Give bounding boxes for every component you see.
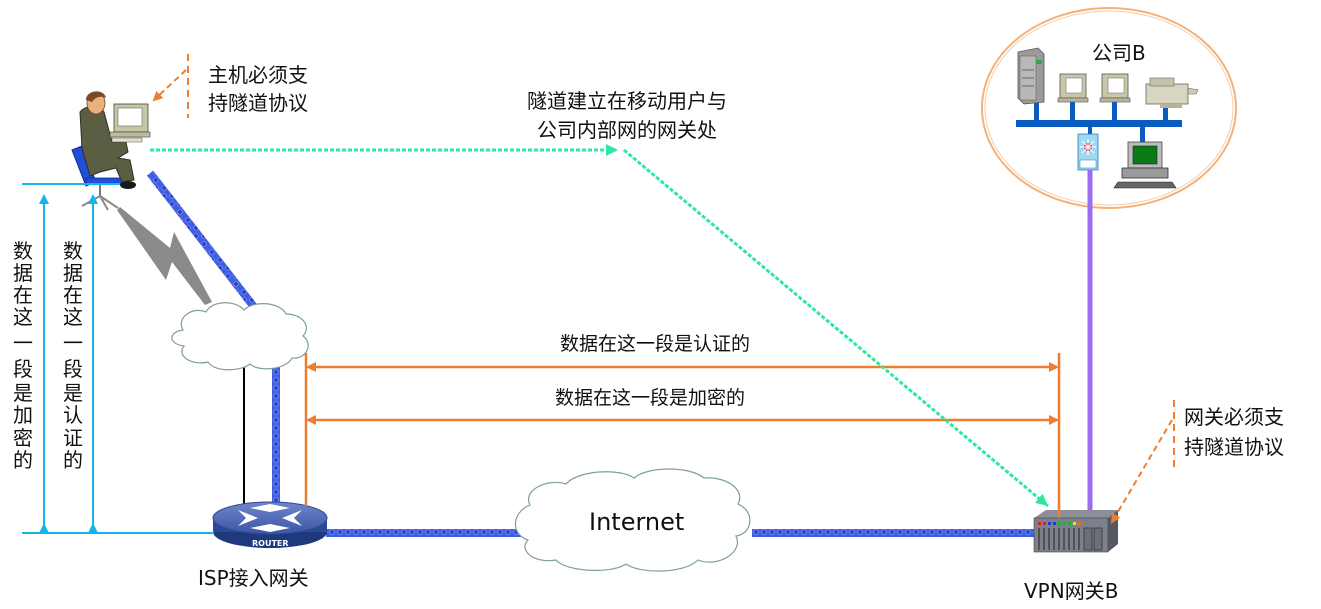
company-label: 公司B [1092,41,1146,65]
switch-icon [1077,133,1099,171]
svg-text:数: 数 [13,239,33,263]
tunnel-note-line2: 公司内部网的网关处 [537,118,717,142]
svg-text:是: 是 [63,381,83,405]
workstation-icon [1099,73,1131,103]
router-device-text: ROUTER [252,539,289,548]
tunnel-note-line1: 隧道建立在移动用户与 [527,89,727,113]
printer-icon [1145,77,1199,108]
svg-text:证: 证 [63,426,83,450]
gateway-note-line2: 持隧道协议 [1184,435,1284,459]
wireless-link-icon [117,207,212,305]
svg-text:加: 加 [13,403,33,427]
auth-segment-label: 数据在这一段是认证的 [560,333,750,355]
server-icon [1017,47,1045,105]
svg-text:一: 一 [63,331,83,355]
internet-cloud: Internet [514,468,751,572]
svg-text:一: 一 [13,331,33,355]
port-leds [1038,522,1081,525]
workstation-icon [1057,73,1089,103]
left-segment-markers [22,183,214,534]
svg-text:段: 段 [63,357,83,381]
svg-text:这: 这 [63,305,83,329]
svg-text:据: 据 [63,261,83,285]
tunnel-path [150,144,1049,508]
svg-text:这: 这 [13,305,33,329]
isp-router-label: ISP接入网关 [198,566,309,590]
svg-text:据: 据 [13,261,33,285]
svg-text:在: 在 [63,283,83,307]
svg-text:在: 在 [13,283,33,307]
svg-text:密: 密 [13,426,33,450]
desktop-pc-icon [1113,141,1177,189]
mobile-user-icon [71,91,151,211]
vpn-gateway [1033,510,1118,553]
vertical-encrypt-label: 数 据 在 这 一 段 是 加 密 的 [13,239,33,472]
svg-text:认: 认 [63,403,83,427]
company-network: 公司B [981,7,1237,209]
host-note-line2: 持隧道协议 [208,91,308,115]
isp-router: ROUTER [212,501,328,548]
svg-text:是: 是 [13,381,33,405]
isp-cloud-icon [171,302,309,371]
vertical-auth-label: 数 据 在 这 一 段 是 认 证 的 [63,239,83,472]
gateway-note-line1: 网关必须支 [1184,405,1284,429]
svg-text:段: 段 [13,357,33,381]
router-arrows-icon [238,504,302,532]
internet-label: Internet [589,508,684,536]
vpn-gateway-label: VPN网关B [1024,579,1118,603]
segment-arrows [304,353,1061,518]
cloud-icon [514,468,751,572]
lan-bus [1016,120,1182,127]
network-links [146,170,1036,537]
svg-text:的: 的 [63,448,83,472]
encrypt-segment-label: 数据在这一段是加密的 [555,387,745,409]
host-note-line1: 主机必须支 [208,63,308,87]
gateway-note: 网关必须支 持隧道协议 [1110,400,1284,524]
svg-text:数: 数 [63,239,83,263]
host-note: 主机必须支 持隧道协议 [152,54,308,118]
svg-text:的: 的 [13,448,33,472]
